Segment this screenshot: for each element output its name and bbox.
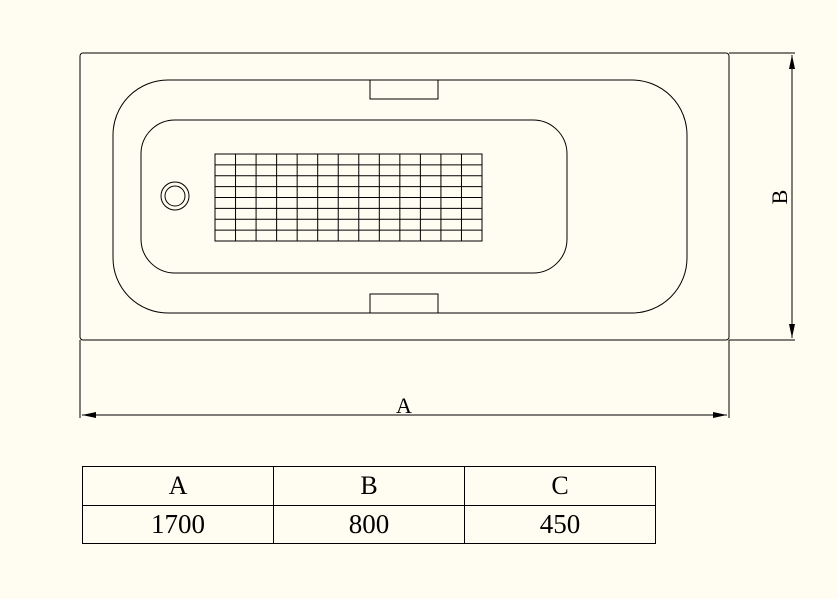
dimension-b-label: B	[767, 190, 792, 205]
tub-basin	[140, 119, 568, 274]
spec-header-b: B	[273, 466, 465, 506]
spec-table: A B C 1700 800 450	[82, 466, 656, 544]
dimension-a: A	[79, 340, 730, 418]
tub-outline	[79, 52, 730, 341]
spec-value-a: 1700	[82, 505, 274, 544]
spec-value-c: 450	[464, 505, 656, 544]
top-handle	[369, 79, 439, 100]
spec-value-b: 800	[273, 505, 465, 544]
drain-icon	[160, 181, 190, 211]
spec-header-a: A	[82, 466, 274, 506]
anti-slip-grille	[214, 153, 483, 242]
spec-header-row: A B C	[82, 466, 656, 506]
dimension-a-label: A	[396, 393, 412, 418]
spec-header-c: C	[464, 466, 656, 506]
spec-value-row: 1700 800 450	[82, 505, 656, 544]
dimension-b: B	[729, 52, 795, 341]
bottom-handle	[369, 293, 439, 314]
